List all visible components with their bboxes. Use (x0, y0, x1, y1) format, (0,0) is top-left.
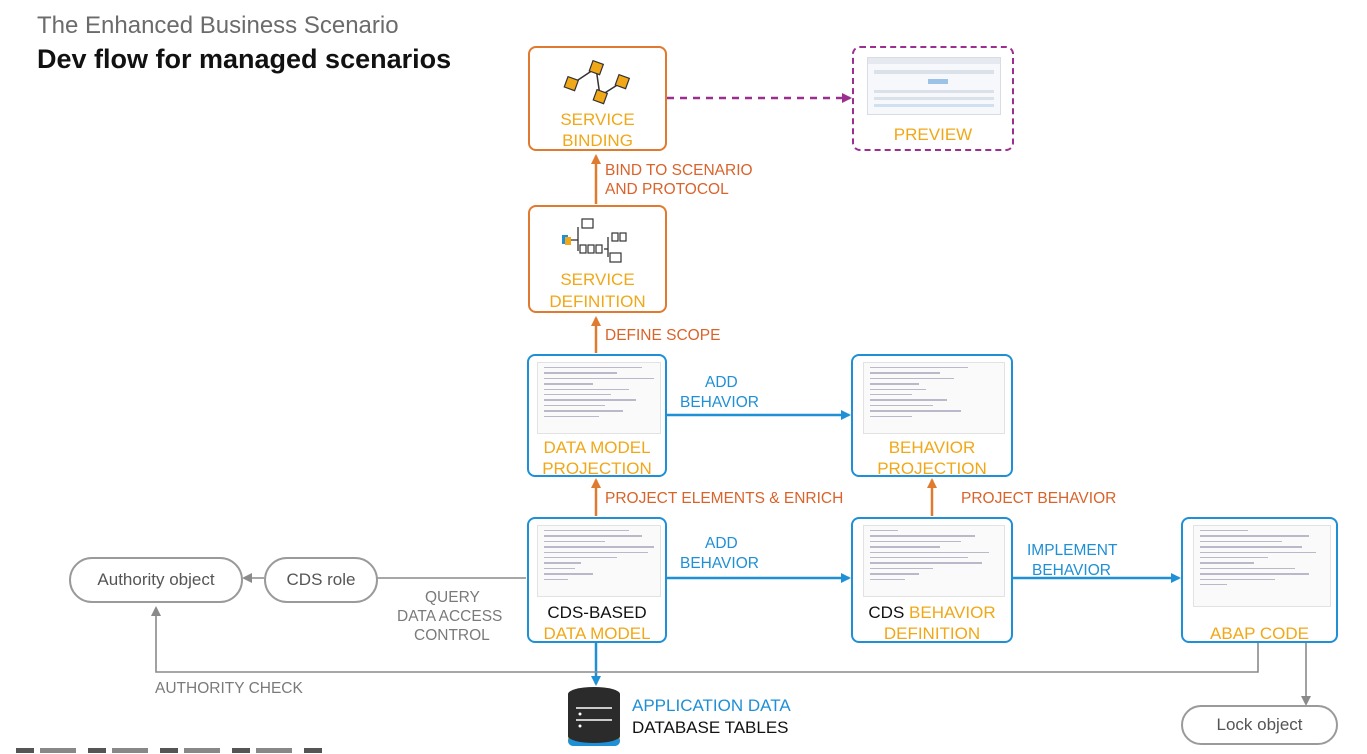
data-model-projection-line2: PROJECTION (542, 459, 652, 478)
cds-data-model-box: CDS-BASED DATA MODEL (527, 517, 667, 643)
edge-query-line2: DATA ACCESS (397, 608, 503, 625)
lock-object-node: Lock object (1181, 705, 1338, 745)
database-line1: APPLICATION DATA (632, 696, 791, 715)
code-thumbnail (537, 525, 661, 597)
edge-implement-line2: BEHAVIOR (1032, 562, 1111, 579)
cds-data-model-line2: DATA MODEL (543, 624, 651, 643)
cds-role-node: CDS role (264, 557, 378, 603)
database-line2: DATABASE TABLES (632, 718, 789, 737)
edge-add-behavior-bottom-line1: ADD (705, 535, 738, 552)
database-icon (568, 687, 620, 746)
data-model-projection-line1: DATA MODEL (543, 438, 651, 457)
edge-bind-line1: BIND TO SCENARIO (605, 162, 753, 179)
edge-query-line3: CONTROL (414, 627, 490, 644)
service-definition-box: SERVICE DEFINITION (528, 205, 667, 313)
behavior-projection-line1: BEHAVIOR (888, 438, 976, 457)
edge-bind-line2: AND PROTOCOL (605, 181, 729, 198)
app-preview-thumbnail (867, 57, 1001, 115)
slide-subtitle: The Enhanced Business Scenario (37, 12, 399, 39)
arrow-authority-check (151, 606, 1259, 673)
service-binding-line2: BINDING (562, 131, 633, 150)
cds-behavior-definition-line1: BEHAVIOR (909, 603, 996, 622)
edge-project-behavior: PROJECT BEHAVIOR (961, 490, 1117, 507)
authority-object-node: Authority object (69, 557, 243, 603)
behavior-projection-line2: PROJECTION (877, 459, 987, 478)
footer-strip (16, 748, 326, 753)
service-binding-box: SERVICE BINDING (528, 46, 667, 151)
cds-behavior-definition-prefix: CDS (868, 603, 910, 622)
edge-add-behavior-bottom-line2: BEHAVIOR (680, 555, 759, 572)
entity-tree-icon (562, 218, 627, 263)
service-definition-line1: SERVICE (560, 270, 635, 289)
behavior-projection-box: BEHAVIOR PROJECTION (851, 354, 1013, 478)
preview-box: PREVIEW (852, 46, 1014, 151)
edge-add-behavior-top-line1: ADD (705, 374, 738, 391)
code-thumbnail (863, 525, 1005, 597)
abap-code-label: ABAP CODE (1210, 624, 1309, 643)
edge-add-behavior-top-line2: BEHAVIOR (680, 394, 759, 411)
code-thumbnail (537, 362, 661, 434)
cds-behavior-definition-line2: DEFINITION (883, 624, 981, 643)
abap-code-box: ABAP CODE (1181, 517, 1338, 643)
network-nodes-icon (563, 59, 631, 105)
code-thumbnail (863, 362, 1005, 434)
edge-project-elements: PROJECT ELEMENTS & ENRICH (605, 490, 844, 507)
data-model-projection-box: DATA MODEL PROJECTION (527, 354, 667, 478)
code-thumbnail (1193, 525, 1331, 607)
cds-behavior-definition-box: CDS BEHAVIOR DEFINITION (851, 517, 1013, 643)
service-definition-line2: DEFINITION (549, 292, 646, 311)
edge-implement-line1: IMPLEMENT (1027, 542, 1118, 559)
edge-query-line1: QUERY (425, 589, 480, 606)
edge-authority-check: AUTHORITY CHECK (155, 680, 303, 697)
slide-title: Dev flow for managed scenarios (37, 44, 452, 74)
edge-define-scope: DEFINE SCOPE (605, 327, 721, 344)
preview-label: PREVIEW (893, 125, 973, 144)
cds-data-model-line1: CDS-BASED (547, 603, 647, 622)
service-binding-line1: SERVICE (560, 110, 635, 129)
